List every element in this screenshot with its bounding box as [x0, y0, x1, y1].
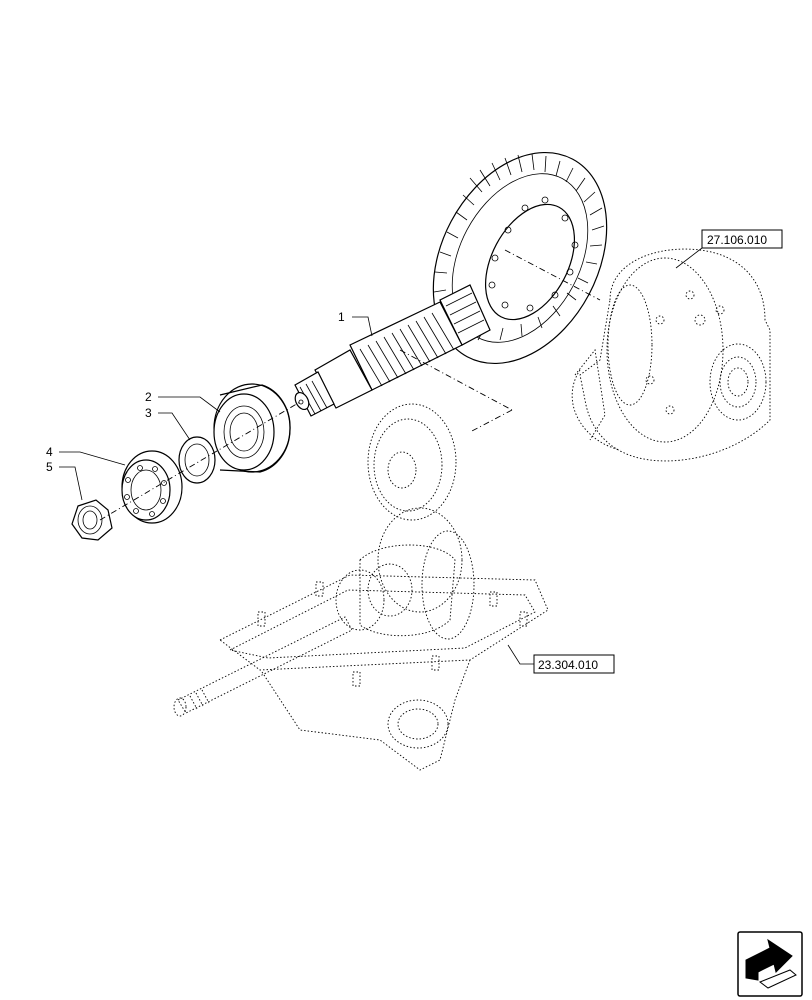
callout-2: 2 [145, 390, 152, 404]
arrow-icon[interactable] [737, 931, 803, 997]
leader-lines [59, 247, 703, 665]
callout-5: 5 [46, 460, 53, 474]
reference-label-differential: 27.106.010 [707, 233, 767, 247]
bearing-large [213, 383, 291, 473]
center-lines [99, 249, 601, 521]
reference-box-differential[interactable]: 27.106.010 [701, 229, 783, 249]
gearbox-assembly [173, 403, 549, 771]
reference-box-gearbox[interactable]: 23.304.010 [533, 654, 615, 674]
reference-label-gearbox: 23.304.010 [538, 658, 598, 672]
differential-assembly [571, 248, 771, 462]
ring-gear [432, 151, 608, 365]
bearing-small [121, 450, 183, 524]
callout-4: 4 [46, 445, 53, 459]
callout-1: 1 [338, 310, 345, 324]
pinion-shaft [294, 284, 491, 417]
lock-nut [71, 499, 113, 541]
shim-ring [178, 436, 216, 484]
callout-3: 3 [145, 406, 152, 420]
